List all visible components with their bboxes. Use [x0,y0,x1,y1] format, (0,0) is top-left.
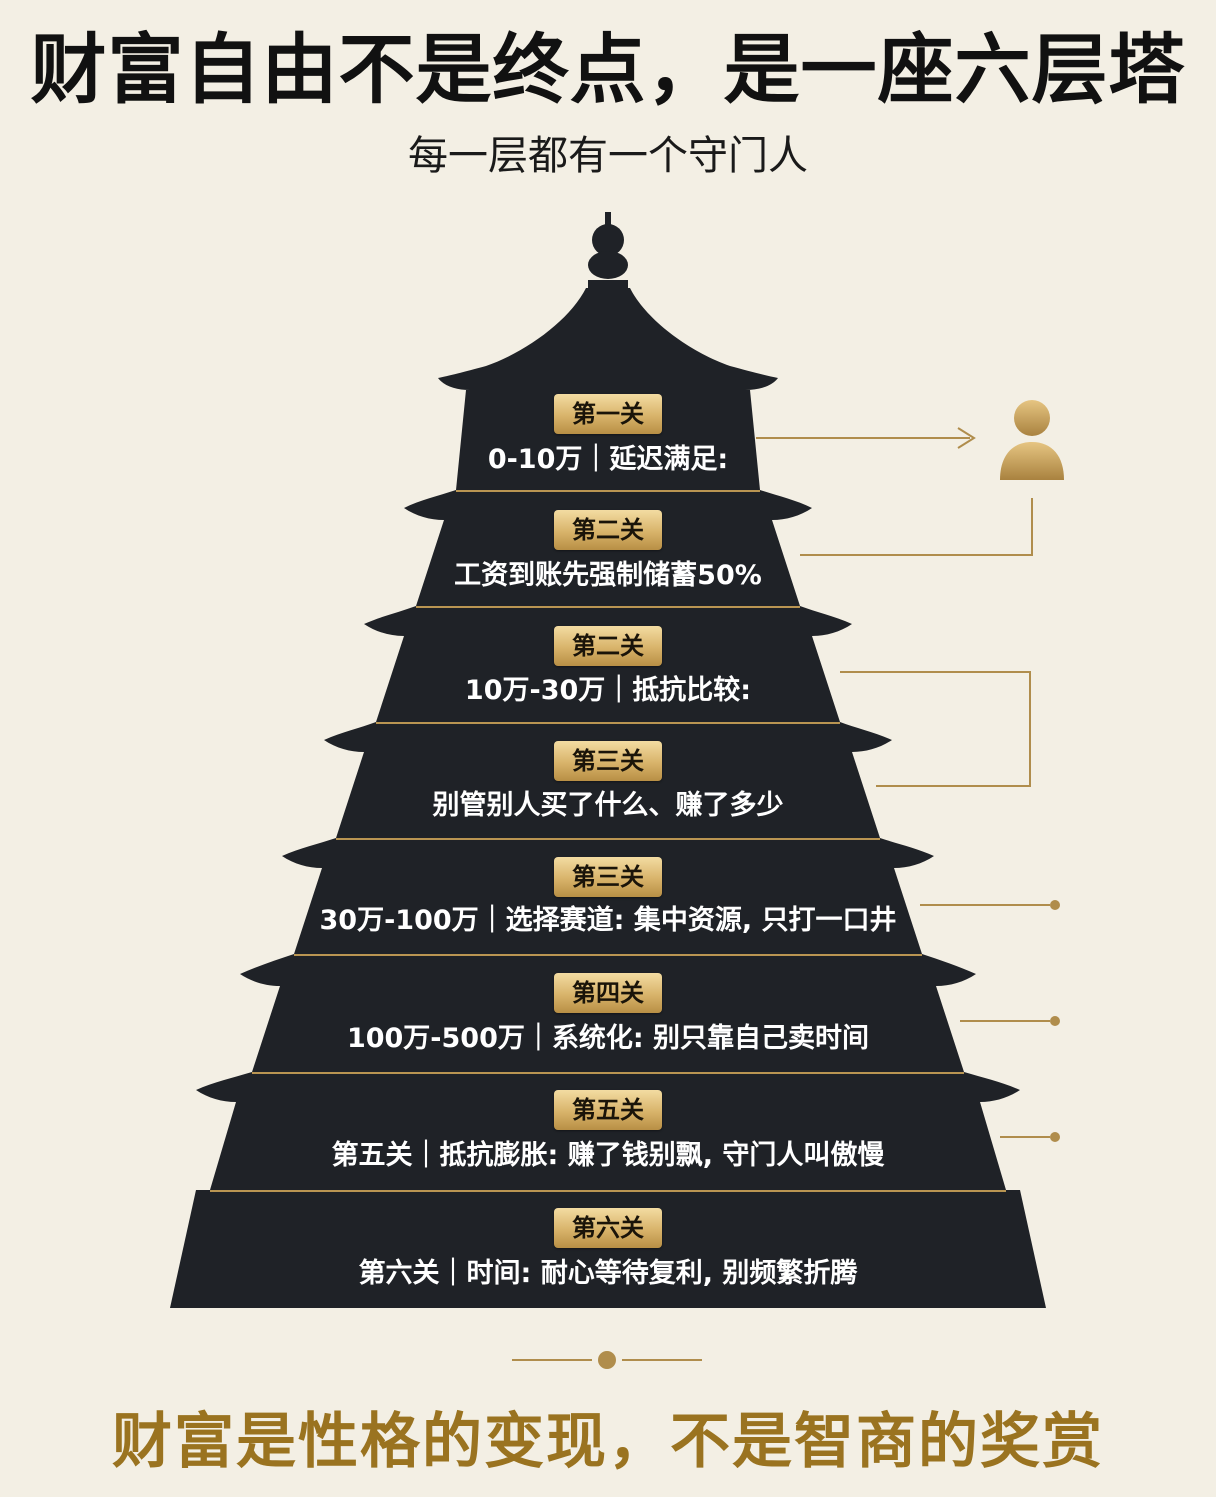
tier-badge: 第一关 [554,394,662,434]
connector-lines [756,427,1050,1138]
tier-body-1 [456,390,760,490]
tier-text: 第五关｜抵抗膨胀: 赚了钱别飘, 守门人叫傲慢 [331,1140,885,1171]
tier-body-4 [336,752,880,838]
tier-badge: 第二关 [554,510,662,550]
connector-dots [1050,900,1060,1142]
tier-eave-4 [324,722,892,752]
arrow-right-icon [957,427,976,449]
tier-body-5 [294,868,922,954]
tier-text: 100万-500万｜系统化: 别只靠自己卖时间 [346,1023,870,1054]
tier-text: 别管别人买了什么、赚了多少 [432,790,784,821]
tier-body-8 [170,1190,1046,1308]
footer-tagline: 财富是性格的变现，不是智商的奖赏 [112,1407,1104,1477]
tier-text: 10万-30万｜抵抗比较: [464,675,752,706]
tier-separators [210,490,1006,1192]
tier-body-6 [252,986,964,1072]
tier-eave-2 [404,490,812,520]
tier-text: 30万-100万｜选择赛道: 集中资源, 只打一口井 [319,905,897,936]
tier-badge: 第五关 [554,1090,662,1130]
tier-eave-7 [196,1072,1020,1102]
page-title: 财富自由不是终点，是一座六层塔 [30,25,1186,114]
tier-body-2 [416,520,800,606]
tier-badge: 第三关 [554,857,662,897]
tier-badge: 第六关 [554,1208,662,1248]
pagoda-finial [588,212,628,288]
tier-text: 第六关｜时间: 耐心等待复利, 别频繁折腾 [358,1258,858,1289]
page-subtitle: 每一层都有一个守门人 [408,133,808,179]
tier-badge: 第四关 [554,973,662,1013]
tier-body-3 [376,636,840,722]
tier-body-7 [210,1102,1006,1190]
tier-badge: 第三关 [554,741,662,781]
tier-badge: 第二关 [554,626,662,666]
pagoda-tiers [170,390,1046,1308]
tier-text: 0-10万｜延迟满足: [487,444,729,475]
footer-divider [512,1351,702,1369]
tier-eave-5 [282,838,934,868]
person-icon [1000,400,1064,480]
tier-eave-6 [240,954,976,986]
tier-eave-3 [364,606,852,636]
tier-text: 工资到账先强制储蓄50% [454,560,762,591]
pagoda-top-roof [438,288,778,390]
